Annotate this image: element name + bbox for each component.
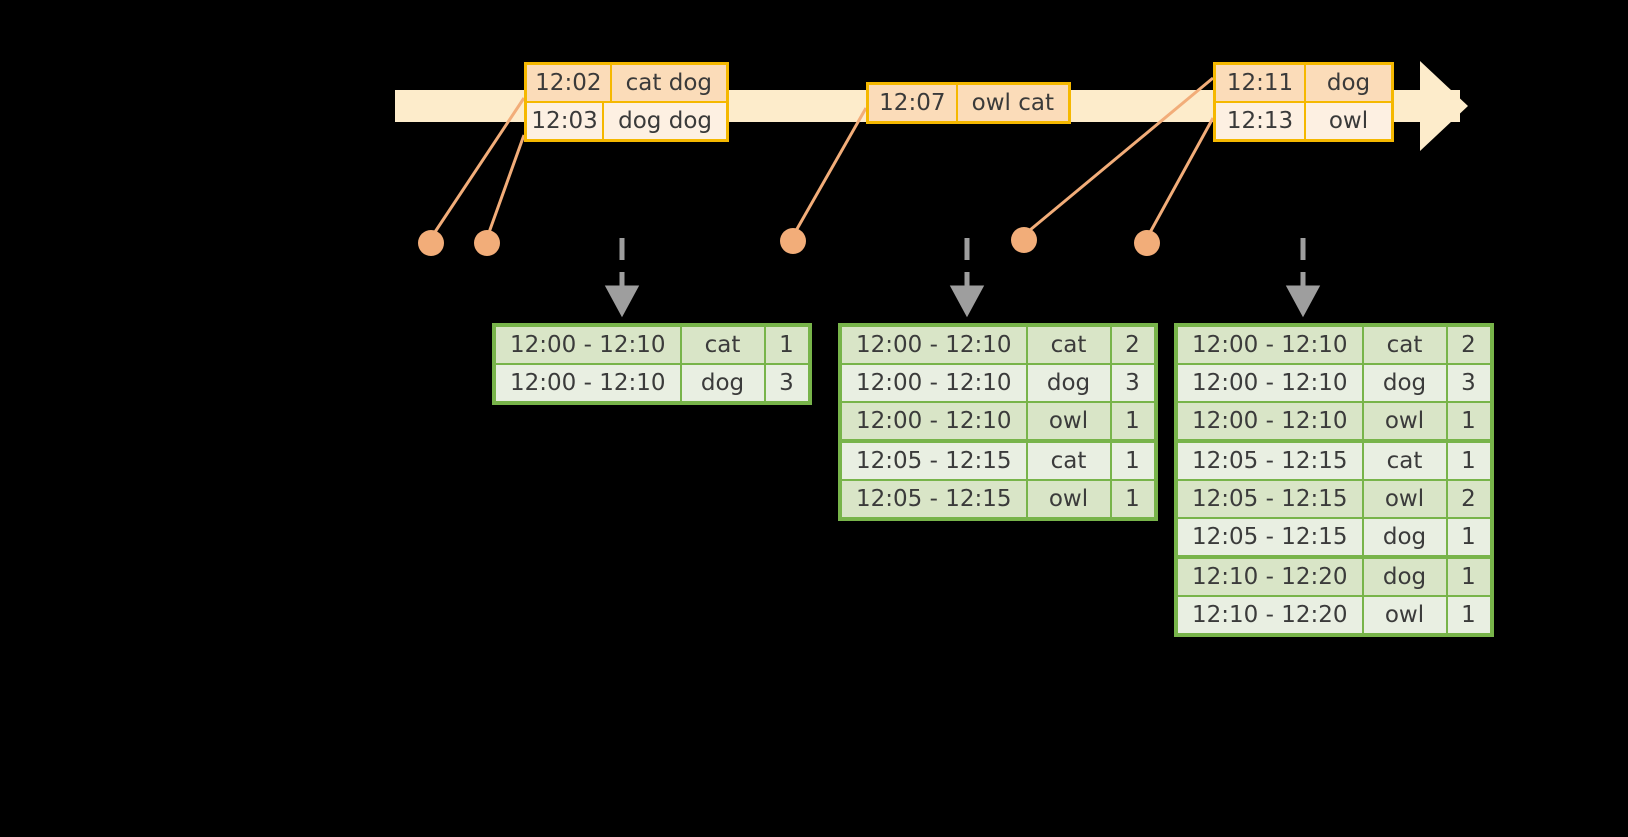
count-cell: 1 [1109, 403, 1154, 439]
event-words: dog dog [602, 103, 726, 139]
event-words: cat dog [609, 65, 726, 101]
word-cell: dog [1025, 365, 1110, 401]
window-cell: 12:05 - 12:15 [1178, 481, 1362, 517]
event-time: 12:03 [527, 103, 603, 139]
event-words: dog [1304, 65, 1391, 101]
word-cell: owl [1025, 403, 1110, 439]
timeline-arrowhead-icon [1420, 61, 1468, 151]
window-cell: 12:00 - 12:10 [842, 403, 1026, 439]
event-dot-4 [1011, 227, 1037, 253]
event-dot-3 [780, 228, 806, 254]
count-cell: 3 [763, 365, 808, 401]
window-cell: 12:05 - 12:15 [1178, 443, 1362, 479]
word-cell: cat [679, 327, 764, 363]
window-cell: 12:10 - 12:20 [1178, 559, 1362, 595]
count-cell: 1 [1445, 559, 1490, 595]
count-cell: 2 [1445, 327, 1490, 363]
event-row: 12:13 owl [1216, 101, 1391, 139]
count-cell: 1 [1445, 597, 1490, 633]
count-cell: 2 [1445, 481, 1490, 517]
count-cell: 1 [1445, 519, 1490, 555]
count-cell: 3 [1445, 365, 1490, 401]
count-cell: 2 [1109, 327, 1154, 363]
word-cell: owl [1025, 481, 1110, 517]
word-cell: owl [1361, 481, 1446, 517]
event-dot-5 [1134, 230, 1160, 256]
word-cell: cat [1025, 327, 1110, 363]
window-cell: 12:05 - 12:15 [842, 481, 1026, 517]
event-time: 12:07 [869, 85, 956, 121]
window-cell: 12:00 - 12:10 [496, 365, 680, 401]
word-cell: owl [1361, 597, 1446, 633]
count-cell: 1 [1445, 443, 1490, 479]
window-cell: 12:00 - 12:10 [842, 327, 1026, 363]
count-cell: 1 [1109, 443, 1154, 479]
event-row: 12:11 dog [1216, 65, 1391, 101]
word-cell: cat [1361, 443, 1446, 479]
event-row: 12:02 cat dog [527, 65, 726, 101]
word-cell: cat [1025, 443, 1110, 479]
word-cell: dog [1361, 365, 1446, 401]
window-cell: 12:05 - 12:15 [1178, 519, 1362, 555]
word-cell: dog [1361, 559, 1446, 595]
event-dot-2 [474, 230, 500, 256]
word-cell: dog [1361, 519, 1446, 555]
event-dot-1 [418, 230, 444, 256]
window-cell: 12:00 - 12:10 [842, 365, 1026, 401]
window-cell: 12:10 - 12:20 [1178, 597, 1362, 633]
event-time: 12:11 [1216, 65, 1304, 101]
event-group-2[interactable]: 12:07 owl cat [866, 82, 1071, 124]
word-cell: dog [679, 365, 764, 401]
word-cell: cat [1361, 327, 1446, 363]
event-time: 12:13 [1216, 103, 1304, 139]
event-row: 12:03 dog dog [527, 101, 726, 139]
event-group-1[interactable]: 12:02 cat dog 12:03 dog dog [524, 62, 729, 142]
window-cell: 12:00 - 12:10 [1178, 327, 1362, 363]
event-group-3[interactable]: 12:11 dog 12:13 owl [1213, 62, 1394, 142]
count-cell: 1 [1445, 403, 1490, 439]
event-words: owl cat [955, 85, 1068, 121]
event-time: 12:02 [527, 65, 610, 101]
window-cell: 12:00 - 12:10 [496, 327, 680, 363]
word-cell: owl [1361, 403, 1446, 439]
window-cell: 12:05 - 12:15 [842, 443, 1026, 479]
count-cell: 1 [763, 327, 808, 363]
event-words: owl [1304, 103, 1391, 139]
event-row: 12:07 owl cat [869, 85, 1068, 121]
window-cell: 12:00 - 12:10 [1178, 403, 1362, 439]
window-cell: 12:00 - 12:10 [1178, 365, 1362, 401]
count-cell: 1 [1109, 481, 1154, 517]
count-cell: 3 [1109, 365, 1154, 401]
